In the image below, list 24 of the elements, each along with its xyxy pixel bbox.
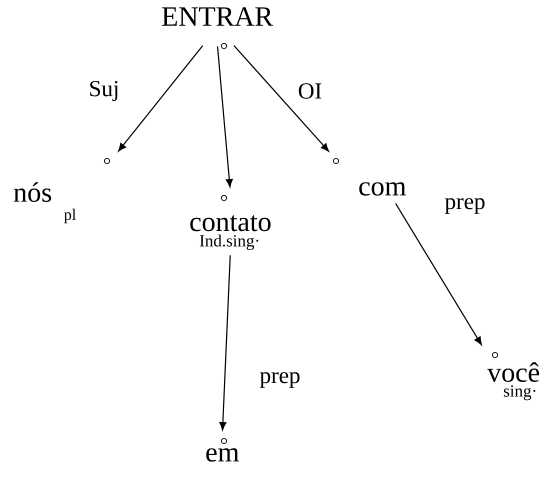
node-label: você	[487, 362, 540, 382]
node-label: Ind.sing·	[200, 234, 258, 250]
edge-label: prep	[258, 371, 302, 389]
node-label: em	[206, 448, 239, 462]
arrow	[118, 45, 204, 152]
arrow	[216, 46, 233, 188]
node-label: contato	[190, 215, 271, 232]
arrow	[233, 45, 330, 152]
word-node: em	[206, 438, 239, 462]
edge-label: Suj	[88, 80, 120, 102]
edge-label: OI	[296, 82, 324, 100]
arrow	[395, 203, 482, 346]
node-label: sing·	[504, 385, 536, 400]
edge-label: prep	[444, 197, 486, 215]
word-node: ENTRAR	[162, 7, 274, 50]
node-label: ENTRAR	[162, 7, 274, 26]
word-node: contato Ind.sing·	[190, 194, 271, 250]
word-node: com	[332, 158, 406, 196]
word-node: você sing·	[487, 352, 540, 400]
annotation: pl	[64, 208, 76, 224]
word-node: nós	[14, 158, 110, 202]
node-label: com	[359, 182, 406, 196]
node-label: nós	[14, 182, 52, 202]
arrow	[219, 255, 231, 430]
